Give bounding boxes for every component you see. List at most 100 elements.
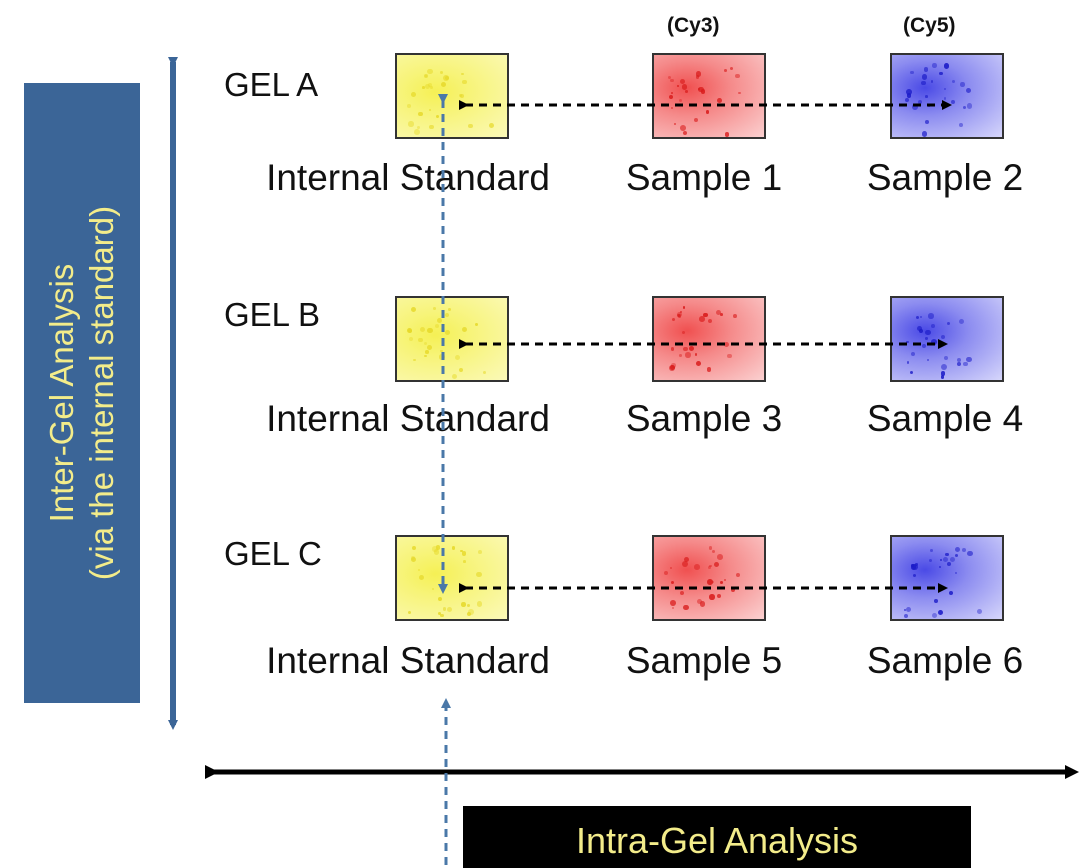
gel-spot <box>724 342 730 348</box>
gel-spot <box>938 610 944 616</box>
gel-spot <box>671 580 675 584</box>
gel-spot <box>950 99 955 105</box>
gel-spot <box>966 356 972 363</box>
gel-spot <box>697 599 703 605</box>
gel-spot <box>904 97 910 102</box>
gel-spot <box>927 104 931 108</box>
gel-spot <box>461 72 465 76</box>
gel-spot <box>416 125 420 129</box>
gel-spot <box>408 610 412 614</box>
gel-spot <box>466 611 472 616</box>
gel-spot <box>922 344 927 349</box>
gel-spot <box>681 331 685 335</box>
gel-spot <box>667 76 671 80</box>
inter-gel-analysis-subtitle: (via the internal standard) <box>83 205 120 581</box>
gel-spot <box>463 560 466 563</box>
gel-spot <box>706 367 712 373</box>
gel-spot <box>418 574 425 581</box>
gel-spot <box>670 78 674 83</box>
gel-c-sample-6-label: Sample 6 <box>866 640 1024 681</box>
gel-spot <box>442 74 449 81</box>
gel-spot <box>924 120 929 124</box>
gel-spot <box>738 91 741 95</box>
gel-spot <box>940 335 946 340</box>
gel-spot <box>950 557 956 562</box>
gel-spot <box>475 323 479 327</box>
gel-a-sample-1-label: Sample 1 <box>625 157 783 198</box>
gel-spot <box>931 338 937 345</box>
gel-c-sample-6-image <box>890 535 1004 621</box>
gel-spot <box>682 306 686 310</box>
gel-spot <box>476 571 482 577</box>
gel-spot <box>917 99 923 104</box>
gel-b-internal-standard-label: Internal Standard <box>266 398 550 439</box>
gel-a-internal-standard-image <box>395 53 509 139</box>
gel-spot <box>923 67 929 72</box>
gel-spot <box>693 117 698 122</box>
gel-spot <box>947 562 951 567</box>
gel-spot <box>735 573 740 578</box>
gel-spot <box>944 97 947 100</box>
gel-spot <box>685 90 689 93</box>
gel-b-internal-standard-image <box>395 296 509 382</box>
gel-spot <box>429 124 434 129</box>
gel-spot <box>724 132 730 137</box>
gel-spot <box>929 549 933 552</box>
gel-spot <box>454 355 460 361</box>
gel-spot <box>431 587 435 591</box>
gel-b-label: GEL B <box>224 296 320 333</box>
gel-spot <box>960 82 965 87</box>
gel-spot <box>423 74 429 79</box>
gel-spot <box>407 328 413 334</box>
gel-spot <box>411 306 417 312</box>
gel-spot <box>440 350 443 353</box>
gel-spot <box>927 358 930 362</box>
inter-gel-analysis-box <box>24 83 140 703</box>
gel-spot <box>709 564 712 568</box>
gel-spot <box>668 94 673 100</box>
gel-spot <box>670 106 673 110</box>
gel-spot <box>673 122 676 125</box>
gel-spot <box>906 89 912 96</box>
gel-spot <box>963 105 967 109</box>
gel-spot <box>695 71 702 77</box>
gel-spot <box>418 111 424 117</box>
inter-gel-analysis-label: Inter-Gel Analysis (via the internal sta… <box>42 83 122 703</box>
gel-spot <box>939 566 942 569</box>
header-cy3: (Cy3) <box>667 14 720 37</box>
gel-spot <box>940 375 945 380</box>
gel-spot <box>915 563 918 566</box>
gel-spot <box>719 312 723 316</box>
gel-spot <box>712 580 715 584</box>
gel-spot <box>915 315 920 319</box>
gel-spot <box>427 327 433 334</box>
gel-spot <box>442 607 447 612</box>
gel-spot <box>695 75 699 79</box>
gel-spot <box>419 326 425 332</box>
gel-spot <box>700 601 706 607</box>
gel-spot <box>670 600 677 606</box>
gel-spot <box>451 546 456 550</box>
gel-spot <box>943 355 949 361</box>
gel-spot <box>461 326 467 332</box>
gel-spot <box>407 104 412 108</box>
gel-spot <box>685 352 691 358</box>
gel-spot <box>699 316 705 322</box>
gel-spot <box>727 354 732 359</box>
gel-spot <box>954 572 957 575</box>
gel-a-internal-standard-label: Internal Standard <box>266 157 550 198</box>
gel-spot <box>451 373 458 380</box>
gel-spot <box>732 314 737 318</box>
gel-spot <box>716 594 722 599</box>
gel-c-internal-standard-label: Internal Standard <box>266 640 550 681</box>
gel-spot <box>664 570 669 576</box>
gel-spot <box>444 313 449 318</box>
gel-spot <box>945 552 949 557</box>
gel-spot <box>700 89 705 94</box>
gel-spot <box>729 66 734 71</box>
gel-spot <box>905 606 912 613</box>
gel-spot <box>910 70 914 75</box>
gel-spot <box>940 371 946 376</box>
gel-spot <box>683 556 689 563</box>
gel-spot <box>676 311 682 318</box>
